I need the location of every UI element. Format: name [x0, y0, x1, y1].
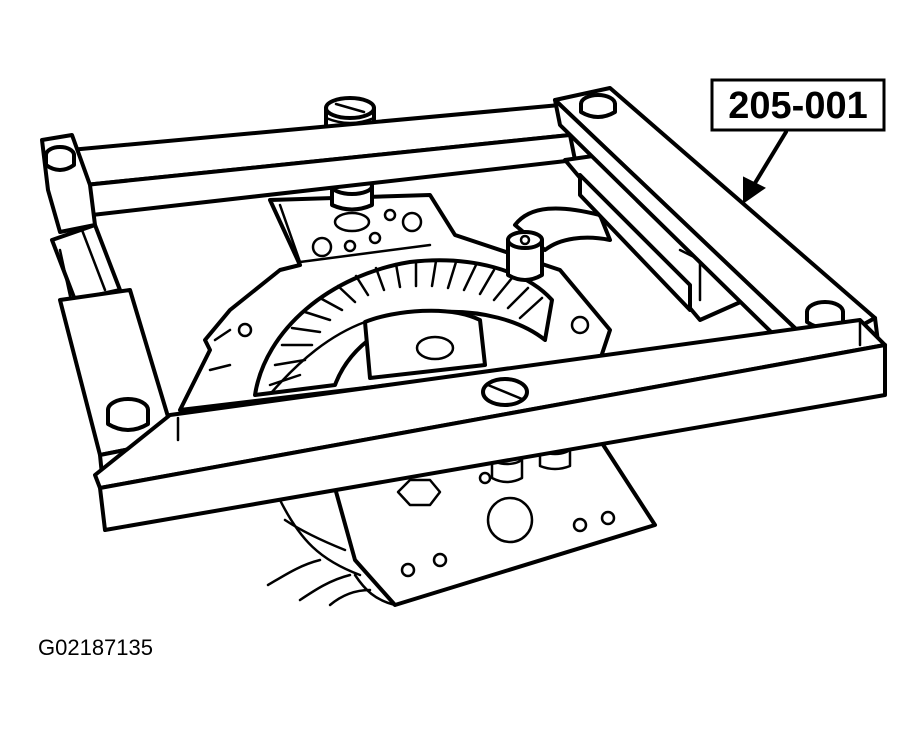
callout-label: 205-001 [728, 85, 867, 127]
callout-box [710, 78, 886, 132]
lower-bracket-plate [328, 438, 657, 607]
frame-front-rail [93, 318, 887, 532]
side-bracket-arm [506, 206, 612, 282]
figure-id: G02187135 [38, 635, 153, 660]
callout-leader-line [750, 130, 788, 190]
callout: 205-001 [710, 78, 886, 204]
hand-sketch [266, 498, 397, 607]
callout-arrowhead [743, 176, 766, 204]
ring-gear [253, 258, 554, 397]
